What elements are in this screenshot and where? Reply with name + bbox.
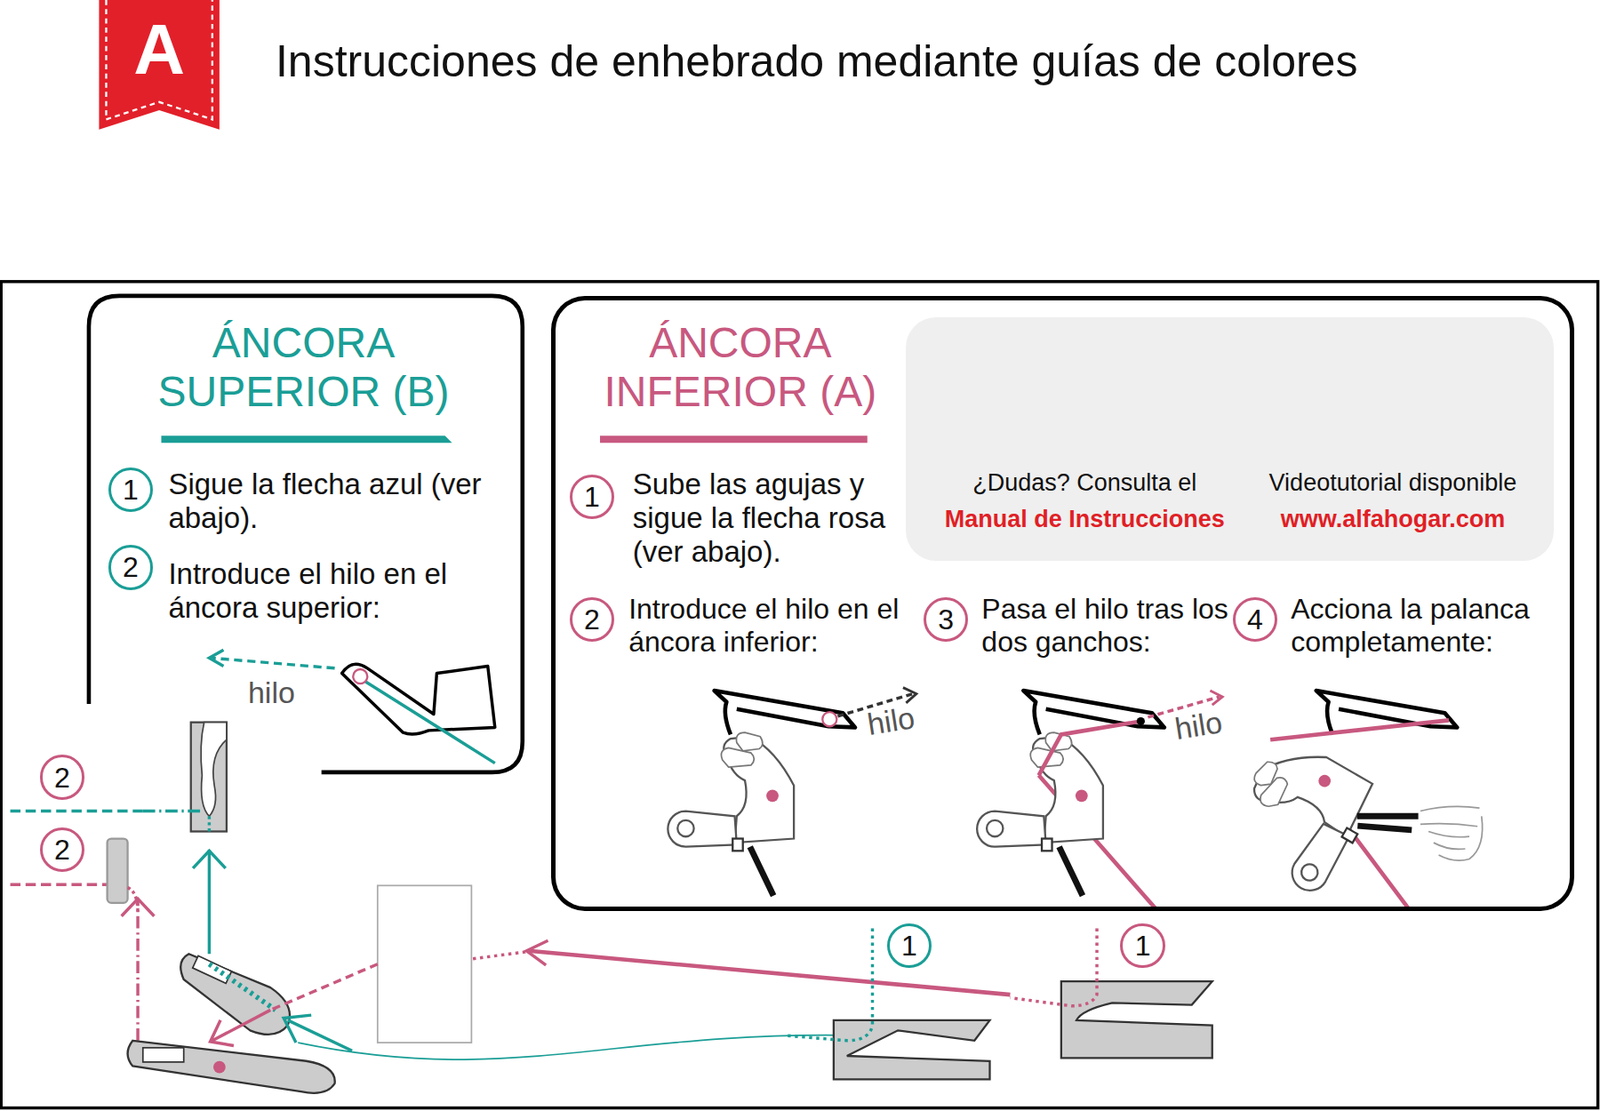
instruction-text: Videotutorial disponible (1234, 469, 1552, 497)
instruction-panel: ÁNCORA INFERIOR (A) Sube las agujas y sig… (551, 296, 1575, 912)
logo-badge: A (98, 0, 219, 130)
instruction-text: Sube las agujas y sigue la flecha rosa (… (632, 467, 901, 569)
instruction-text: Acciona la palanca completamente: (1290, 592, 1565, 659)
step-number: 1 (887, 923, 933, 969)
instruction-text: Introduce el hilo en el áncora superior: (168, 557, 511, 625)
step-number-text: 1 (1135, 931, 1152, 960)
logo-letter: A (98, 14, 219, 86)
step-number-text: 3 (937, 605, 954, 634)
step-number: 3 (923, 597, 969, 643)
step-number-text: 2 (54, 835, 71, 864)
step-number-text: 2 (584, 605, 600, 634)
page-title: Instrucciones de enhebrado mediante guía… (275, 35, 1358, 88)
step-number: 2 (569, 597, 616, 643)
thread-label: hilo (248, 675, 296, 711)
step-number: 2 (40, 827, 86, 873)
thread-label: hilo (864, 700, 917, 743)
step-number-text: 1 (901, 931, 918, 960)
instruction-text: Introduce el hilo en el áncora inferior: (628, 592, 917, 659)
step-number: 2 (40, 754, 86, 800)
step-number: 2 (108, 544, 154, 591)
instruction-text: Pasa el hilo tras los dos ganchos: (981, 592, 1229, 659)
instruction-panel: ÁNCORA SUPERIOR (B) Sigue la flecha azul … (88, 296, 523, 773)
help-box: ¿Dudas? Consulta el Manual de Instruccion… (905, 317, 1554, 561)
panel-heading: ÁNCORA SUPERIOR (B) (107, 318, 501, 416)
step-number-text: 2 (54, 763, 71, 792)
step-number: 1 (108, 467, 154, 513)
step-number-text: 1 (122, 475, 139, 504)
step-number-text: 1 (584, 482, 600, 512)
instruction-text: Manual de Instrucciones (914, 505, 1256, 534)
step-number: 1 (569, 474, 616, 520)
instruction-text: ¿Dudas? Consulta el (914, 469, 1256, 497)
step-number: 4 (1232, 597, 1279, 643)
instruction-text: www.alfahogar.com (1234, 505, 1552, 534)
thread-label: hilo (1173, 704, 1225, 747)
step-number-text: 2 (122, 552, 139, 582)
panel-heading: ÁNCORA INFERIOR (A) (590, 318, 892, 416)
step-number-text: 4 (1247, 605, 1264, 634)
step-number: 1 (1120, 923, 1166, 969)
instruction-text: Sigue la flecha azul (ver abajo). (168, 467, 505, 536)
